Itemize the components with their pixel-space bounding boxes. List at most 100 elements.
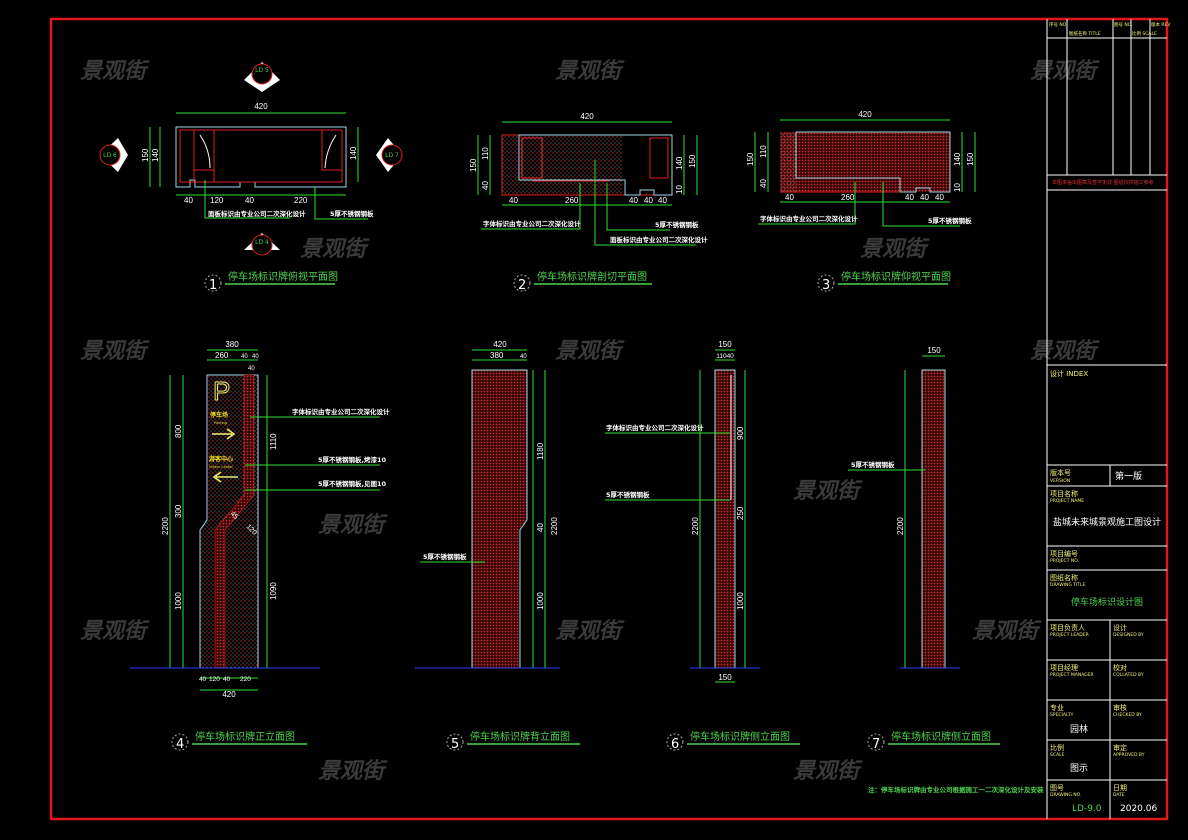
svg-text:2200: 2200	[161, 517, 170, 535]
svg-text:140: 140	[953, 152, 962, 166]
elevation-view-6: 150 11040 2200 900 250 1000 150 字体标识由专业公…	[605, 340, 746, 683]
svg-text:40: 40	[248, 366, 255, 372]
svg-text:150: 150	[141, 148, 150, 162]
svg-text:DESIGNED BY: DESIGNED BY	[1113, 632, 1144, 638]
svg-text:景观街: 景观街	[972, 619, 1042, 644]
svg-text:420: 420	[222, 690, 236, 699]
svg-text:PROJECT LEADER: PROJECT LEADER	[1050, 632, 1089, 638]
svg-text:380: 380	[490, 351, 504, 360]
svg-text:900: 900	[736, 426, 745, 440]
svg-text:停车场: 停车场	[210, 411, 228, 419]
svg-text:停车场标识牌正立面图: 停车场标识牌正立面图	[195, 730, 295, 743]
svg-text:项目名称: 项目名称	[1050, 489, 1078, 498]
svg-text:1000: 1000	[736, 592, 745, 610]
svg-text:项目负责人: 项目负责人	[1050, 623, 1085, 632]
svg-text:COLLATED BY: COLLATED BY	[1113, 672, 1144, 678]
svg-text:5厚不锈钢钢板: 5厚不锈钢钢板	[928, 216, 972, 225]
svg-text:300: 300	[174, 504, 183, 518]
svg-text:图号 NO.: 图号 NO.	[1114, 22, 1133, 28]
svg-text:1090: 1090	[269, 582, 278, 600]
svg-text:项目经理: 项目经理	[1050, 663, 1078, 672]
svg-text:250: 250	[736, 506, 745, 520]
svg-text:校对: 校对	[1113, 663, 1127, 672]
svg-text:停车场标识牌剖切平面图: 停车场标识牌剖切平面图	[537, 270, 647, 283]
svg-text:1180: 1180	[536, 442, 545, 460]
svg-text:DRAWING NO.: DRAWING NO.	[1050, 792, 1081, 798]
sheet-border	[49, 17, 1169, 821]
svg-text:40: 40	[245, 196, 254, 205]
svg-text:PROJECT NAME: PROJECT NAME	[1050, 498, 1084, 504]
svg-text:420: 420	[858, 110, 872, 119]
svg-text:景观街: 景观街	[300, 237, 370, 262]
svg-text:设计: 设计	[1113, 623, 1127, 632]
svg-text:1000: 1000	[536, 592, 545, 610]
svg-text:图号: 图号	[1050, 784, 1064, 792]
svg-text:日期: 日期	[1113, 784, 1127, 792]
svg-text:面板标识由专业公司二次深化设计: 面板标识由专业公司二次深化设计	[208, 209, 306, 218]
svg-text:停车场标识牌侧立面图: 停车场标识牌侧立面图	[690, 730, 790, 743]
svg-text:140: 140	[151, 148, 160, 162]
svg-text:220: 220	[240, 676, 251, 683]
svg-text:SPECIALTY: SPECIALTY	[1050, 712, 1074, 718]
svg-text:150: 150	[469, 158, 478, 172]
svg-text:7: 7	[872, 737, 880, 752]
svg-text:110: 110	[759, 145, 768, 158]
svg-text:800: 800	[174, 424, 183, 438]
parking-p-letter: P	[213, 376, 230, 406]
svg-text:景观街: 景观街	[860, 237, 930, 262]
plan-view-3: 420 150 110 40 140 150 10 40 260 40 40 4…	[746, 110, 976, 227]
svg-text:停车场标识牌背立面图: 停车场标识牌背立面图	[470, 730, 570, 743]
svg-text:3: 3	[822, 278, 830, 293]
svg-text:5厚不锈钢钢板: 5厚不锈钢钢板	[423, 552, 467, 561]
svg-text:4: 4	[176, 737, 184, 752]
svg-text:景观街: 景观街	[1030, 339, 1100, 364]
svg-text:150: 150	[927, 346, 941, 355]
svg-text:5: 5	[451, 737, 459, 752]
view-title-2: 2 停车场标识牌剖切平面图	[513, 270, 652, 293]
svg-text:APPROVED BY: APPROVED BY	[1113, 752, 1145, 758]
svg-text:图示: 图示	[1070, 763, 1088, 774]
svg-text:SCALE: SCALE	[1050, 752, 1065, 758]
svg-text:LD 7: LD 7	[385, 152, 399, 159]
svg-text:景观街: 景观街	[793, 479, 863, 504]
svg-text:第一版: 第一版	[1115, 470, 1142, 482]
svg-text:5厚不锈钢钢板: 5厚不锈钢钢板	[606, 490, 650, 499]
svg-text:1110: 1110	[269, 433, 278, 450]
svg-text:停车场标识设计图: 停车场标识设计图	[1071, 596, 1143, 608]
svg-text:Parking: Parking	[214, 421, 227, 425]
svg-text:2200: 2200	[691, 517, 700, 535]
svg-text:150: 150	[688, 154, 697, 168]
elevation-view-4: P 停车场 Parking 游客中心 Visitor Center 380 26…	[161, 340, 390, 699]
svg-text:图纸名称: 图纸名称	[1050, 573, 1078, 582]
svg-text:5厚不锈钢钢板: 5厚不锈钢钢板	[655, 220, 699, 229]
svg-text:420: 420	[580, 112, 594, 121]
svg-text:版本 REV: 版本 REV	[1151, 21, 1171, 28]
svg-text:LD 4: LD 4	[255, 239, 269, 246]
view-title-7: 7 停车场标识牌侧立面图	[867, 730, 1000, 752]
elevation-view-7: 150 2200 5厚不锈钢钢板	[848, 346, 946, 669]
svg-text:CHECKED BY: CHECKED BY	[1113, 712, 1142, 718]
svg-text:景观街: 景观街	[80, 619, 150, 644]
svg-text:40: 40	[920, 193, 929, 202]
svg-text:150: 150	[718, 673, 732, 682]
svg-text:景观街: 景观街	[555, 59, 625, 84]
svg-text:40: 40	[536, 523, 545, 532]
svg-text:停车场标识牌俯视平面图: 停车场标识牌俯视平面图	[228, 270, 338, 283]
svg-text:DRAWING TITLE: DRAWING TITLE	[1050, 582, 1086, 588]
svg-text:DATE: DATE	[1113, 792, 1125, 798]
svg-text:审定: 审定	[1113, 743, 1127, 752]
title-block: 序号 NO. 图纸名称 TITLE 图号 NO. 比例 SCALE 版本 REV…	[1046, 19, 1171, 819]
svg-text:字体标识由专业公司二次深化设计: 字体标识由专业公司二次深化设计	[760, 214, 858, 223]
section-marker-left: LD 6	[99, 138, 128, 172]
svg-text:2200: 2200	[550, 517, 559, 535]
svg-text:10: 10	[953, 183, 962, 192]
svg-text:2: 2	[518, 278, 526, 293]
svg-text:40: 40	[785, 193, 794, 202]
svg-text:40: 40	[520, 354, 527, 360]
svg-text:420: 420	[254, 102, 268, 111]
svg-text:景观街: 景观街	[318, 759, 388, 784]
svg-text:45: 45	[229, 510, 240, 521]
svg-text:5厚不锈钢钢板: 5厚不锈钢钢板	[330, 209, 374, 218]
svg-text:110: 110	[481, 147, 490, 160]
